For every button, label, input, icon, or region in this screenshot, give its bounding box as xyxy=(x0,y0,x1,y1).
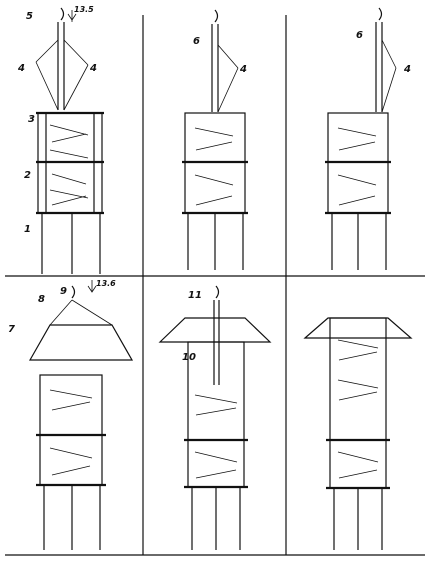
label-p1-4a: 4 xyxy=(17,63,25,74)
label-p4-9: 9 xyxy=(60,286,67,297)
elevation-mark-bottom: 13.6 xyxy=(87,279,116,293)
label-p3-6: 6 xyxy=(356,30,363,41)
tower-section xyxy=(36,111,104,215)
label-p4-7: 7 xyxy=(8,324,15,335)
label-p3-4: 4 xyxy=(403,64,411,75)
panel-4: 7 8 9 13.6 xyxy=(8,279,134,550)
elevation-mark-top: 13.5 xyxy=(67,5,94,22)
roof-section xyxy=(28,285,134,361)
tower-section xyxy=(184,285,248,489)
elevation-label-bottom: 13.6 xyxy=(96,279,116,288)
support-legs xyxy=(191,487,241,550)
mast xyxy=(375,7,397,113)
tower-section xyxy=(36,374,106,487)
elevation-label-top: 13.5 xyxy=(74,5,94,14)
tower-section xyxy=(325,112,391,215)
panel-dividers xyxy=(5,15,425,556)
roof-section xyxy=(158,317,272,343)
panel-1: 5 4 4 3 2 1 13.5 xyxy=(17,5,104,274)
roof-section xyxy=(303,317,413,339)
panel-5: 11 10 xyxy=(158,285,272,550)
support-legs xyxy=(41,213,101,274)
label-p1-3: 3 xyxy=(28,114,35,125)
label-p1-4b: 4 xyxy=(89,63,97,74)
label-p5-11: 11 xyxy=(188,290,202,301)
panel-6 xyxy=(303,317,413,550)
panel-3: 6 4 xyxy=(325,7,411,270)
support-legs xyxy=(43,485,101,550)
support-legs xyxy=(187,213,244,270)
tower-section xyxy=(182,112,248,215)
label-p1-1: 1 xyxy=(24,224,31,235)
panel-2: 6 4 xyxy=(182,9,248,270)
label-p2-4: 4 xyxy=(239,64,247,75)
support-legs xyxy=(333,488,383,550)
label-p4-8: 8 xyxy=(38,294,45,305)
mast xyxy=(211,9,239,113)
mast xyxy=(35,7,89,111)
support-legs xyxy=(331,213,387,270)
label-p1-2: 2 xyxy=(24,170,31,181)
label-p1-5: 5 xyxy=(26,11,33,22)
label-p2-6: 6 xyxy=(193,36,200,47)
label-p5-10: 10 xyxy=(182,352,196,363)
tower-section xyxy=(326,317,390,490)
